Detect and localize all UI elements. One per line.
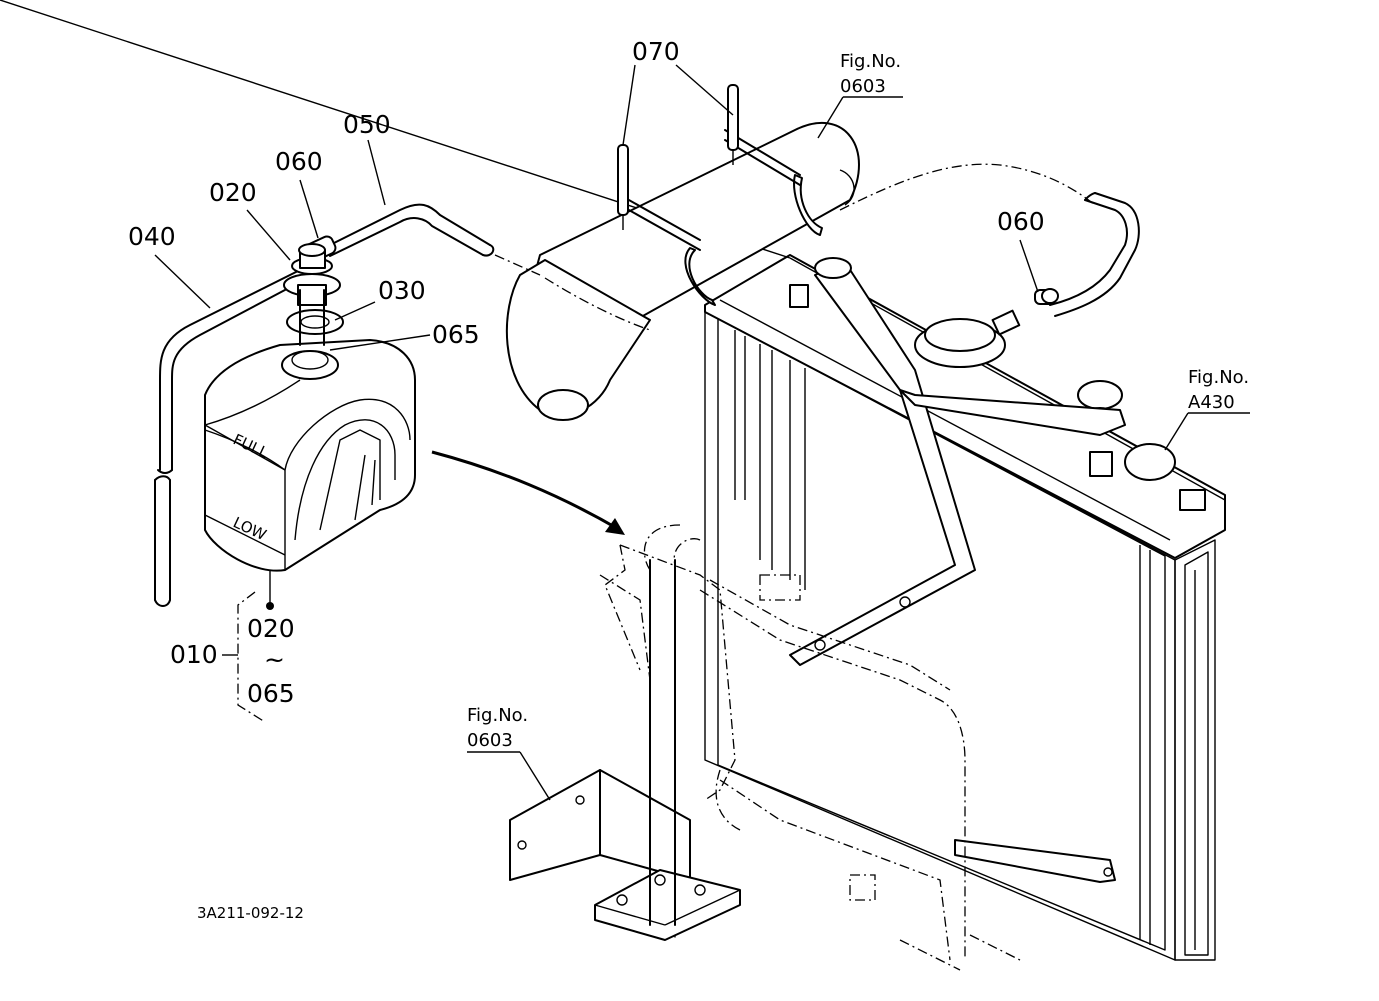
- label-050: 050: [343, 110, 391, 139]
- label-tilde: ~: [264, 645, 285, 674]
- fig-ref-top-number: 0603: [840, 76, 886, 97]
- figure-references: Fig.No. 0603 Fig.No. A430 Fig.No. 0603: [467, 51, 1249, 751]
- label-065-bottom: 065: [247, 679, 295, 708]
- reserve-tank: FULL LOW: [204, 243, 416, 572]
- label-020-bottom: 020: [247, 614, 295, 643]
- label-070: 070: [632, 37, 680, 66]
- fig-ref-right-number: A430: [1188, 392, 1235, 413]
- arrow-head: [605, 518, 625, 535]
- label-065-top: 065: [432, 320, 480, 349]
- shroud-frame: [599, 524, 1021, 971]
- fig-ref-bottom-title: Fig.No.: [467, 705, 528, 726]
- label-010: 010: [170, 640, 218, 669]
- label-060-right: 060: [997, 207, 1045, 236]
- lower-bracket: [509, 559, 741, 941]
- fig-ref-bottom-number: 0603: [467, 730, 513, 751]
- label-030: 030: [378, 276, 426, 305]
- label-020-top: 020: [209, 178, 257, 207]
- label-060-left: 060: [275, 147, 323, 176]
- drawing-id: 3A211-092-12: [197, 904, 304, 922]
- radiator-assembly: [0, 0, 1226, 961]
- part-labels: 070 050 060 020 040 030 065 060 020 010 …: [128, 37, 1045, 708]
- label-040: 040: [128, 222, 176, 251]
- leader-lines: [154, 64, 1250, 801]
- fig-ref-right-title: Fig.No.: [1188, 367, 1249, 388]
- mounting-arrow: [431, 450, 621, 532]
- air-cleaner: [505, 84, 860, 421]
- hoses: [154, 163, 1140, 607]
- fig-ref-top-title: Fig.No.: [840, 51, 901, 72]
